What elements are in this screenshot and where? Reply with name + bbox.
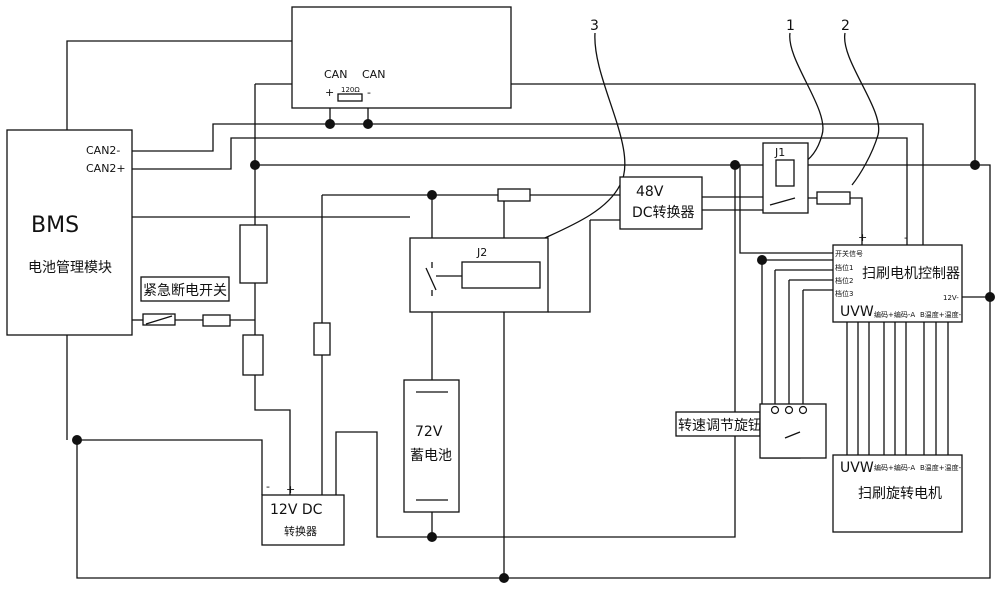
controller-pin-gear1: 档位1 bbox=[835, 263, 853, 272]
bms-can2-minus: CAN2- bbox=[86, 144, 120, 157]
emergency-switch-fuse bbox=[202, 314, 231, 327]
can-label-right: CAN bbox=[362, 68, 385, 81]
callout-1: 1 bbox=[786, 18, 795, 34]
emergency-switch: 紧急断电开关 bbox=[140, 276, 231, 327]
can-module-box bbox=[291, 6, 512, 109]
wiring bbox=[66, 32, 991, 579]
dc12-line2: 转换器 bbox=[284, 524, 317, 538]
dc12-plus: + bbox=[286, 483, 295, 496]
can-minus: - bbox=[367, 86, 371, 99]
speed-knob-body bbox=[759, 403, 827, 459]
battery-72v: 72V 蓄电池 bbox=[403, 379, 460, 513]
controller-pin-switch: 开关信号 bbox=[835, 249, 863, 258]
controller-temp: B温度+温度- bbox=[920, 310, 962, 319]
dc48-box bbox=[619, 176, 703, 230]
bms-title: BMS bbox=[31, 213, 79, 238]
can-label-left: CAN bbox=[324, 68, 347, 81]
dc48-line2: DC转换器 bbox=[632, 204, 695, 221]
battery-line1: 72V bbox=[415, 424, 443, 440]
bms-can2-plus: CAN2+ bbox=[86, 162, 126, 175]
knob-terminal-3 bbox=[798, 405, 808, 415]
battery-box bbox=[403, 379, 460, 513]
relay-j2-label: J2 bbox=[476, 246, 487, 259]
fuse-top-middle bbox=[497, 188, 531, 202]
dc48-line1: 48V bbox=[636, 184, 664, 200]
relay-j2-coil bbox=[461, 261, 541, 289]
dc-converter-12v: 12V DC 转换器 - + bbox=[261, 480, 345, 546]
motor-temp: B温度+温度- bbox=[920, 463, 962, 472]
motor-title: 扫刷旋转电机 bbox=[858, 486, 942, 502]
fuse-j1 bbox=[816, 191, 851, 205]
bms-box bbox=[6, 129, 133, 336]
dc12-minus: - bbox=[266, 480, 270, 493]
fuse-left-bottom bbox=[242, 334, 264, 376]
controller-plus: + bbox=[858, 231, 867, 244]
fuse-left-top bbox=[239, 224, 268, 284]
knob-terminal-2 bbox=[784, 405, 794, 415]
dc12-line1: 12V DC bbox=[270, 502, 323, 518]
battery-line2: 蓄电池 bbox=[410, 448, 452, 464]
relay-j1-coil bbox=[775, 159, 795, 187]
knob-terminal-1 bbox=[770, 405, 780, 415]
dc12-box bbox=[261, 494, 345, 546]
callout-3: 3 bbox=[590, 18, 599, 34]
motor-box bbox=[832, 454, 963, 533]
brush-motor-controller: + - 扫刷电机控制器 开关信号 档位1 档位2 档位3 12V- UVW 编码… bbox=[832, 231, 963, 323]
can-terminating-resistor bbox=[337, 93, 363, 102]
junction-dots bbox=[72, 119, 995, 583]
controller-minus: - bbox=[904, 231, 908, 244]
can-resistor-label: 120Ω bbox=[341, 86, 360, 94]
bms-subtitle: 电池管理模块 bbox=[28, 260, 112, 276]
relay-j1-label: J1 bbox=[774, 146, 785, 159]
speed-knob: 转速调节旋钮 bbox=[675, 403, 827, 459]
controller-12v-out: 12V- bbox=[943, 294, 959, 302]
emergency-switch-label: 紧急断电开关 bbox=[143, 283, 227, 299]
controller-encoder: 编码+编码-A bbox=[874, 310, 915, 319]
bms-module: BMS 电池管理模块 CAN2- CAN2+ bbox=[6, 129, 133, 336]
motor-uvw: UVW bbox=[840, 460, 874, 476]
controller-pin-gear2: 档位2 bbox=[835, 276, 853, 285]
motor-encoder: 编码+编码-A bbox=[874, 463, 915, 472]
relay-j1: J1 bbox=[762, 142, 809, 214]
speed-knob-label: 转速调节旋钮 bbox=[678, 418, 762, 434]
controller-pin-gear3: 档位3 bbox=[835, 289, 853, 298]
controller-uvw: UVW bbox=[840, 304, 874, 320]
dc-converter-48v: 48V DC转换器 bbox=[619, 176, 703, 230]
callout-2: 2 bbox=[841, 18, 850, 34]
controller-box bbox=[832, 244, 963, 323]
fuse-12v bbox=[313, 322, 331, 356]
emergency-switch-label-box bbox=[140, 276, 230, 302]
can-module: CAN CAN + - 120Ω bbox=[291, 6, 512, 109]
relay-j2: J2 bbox=[409, 237, 549, 313]
can-plus: + bbox=[325, 86, 334, 99]
brush-rotation-motor: UVW 编码+编码-A B温度+温度- 扫刷旋转电机 bbox=[832, 454, 963, 533]
controller-title: 扫刷电机控制器 bbox=[862, 266, 960, 282]
